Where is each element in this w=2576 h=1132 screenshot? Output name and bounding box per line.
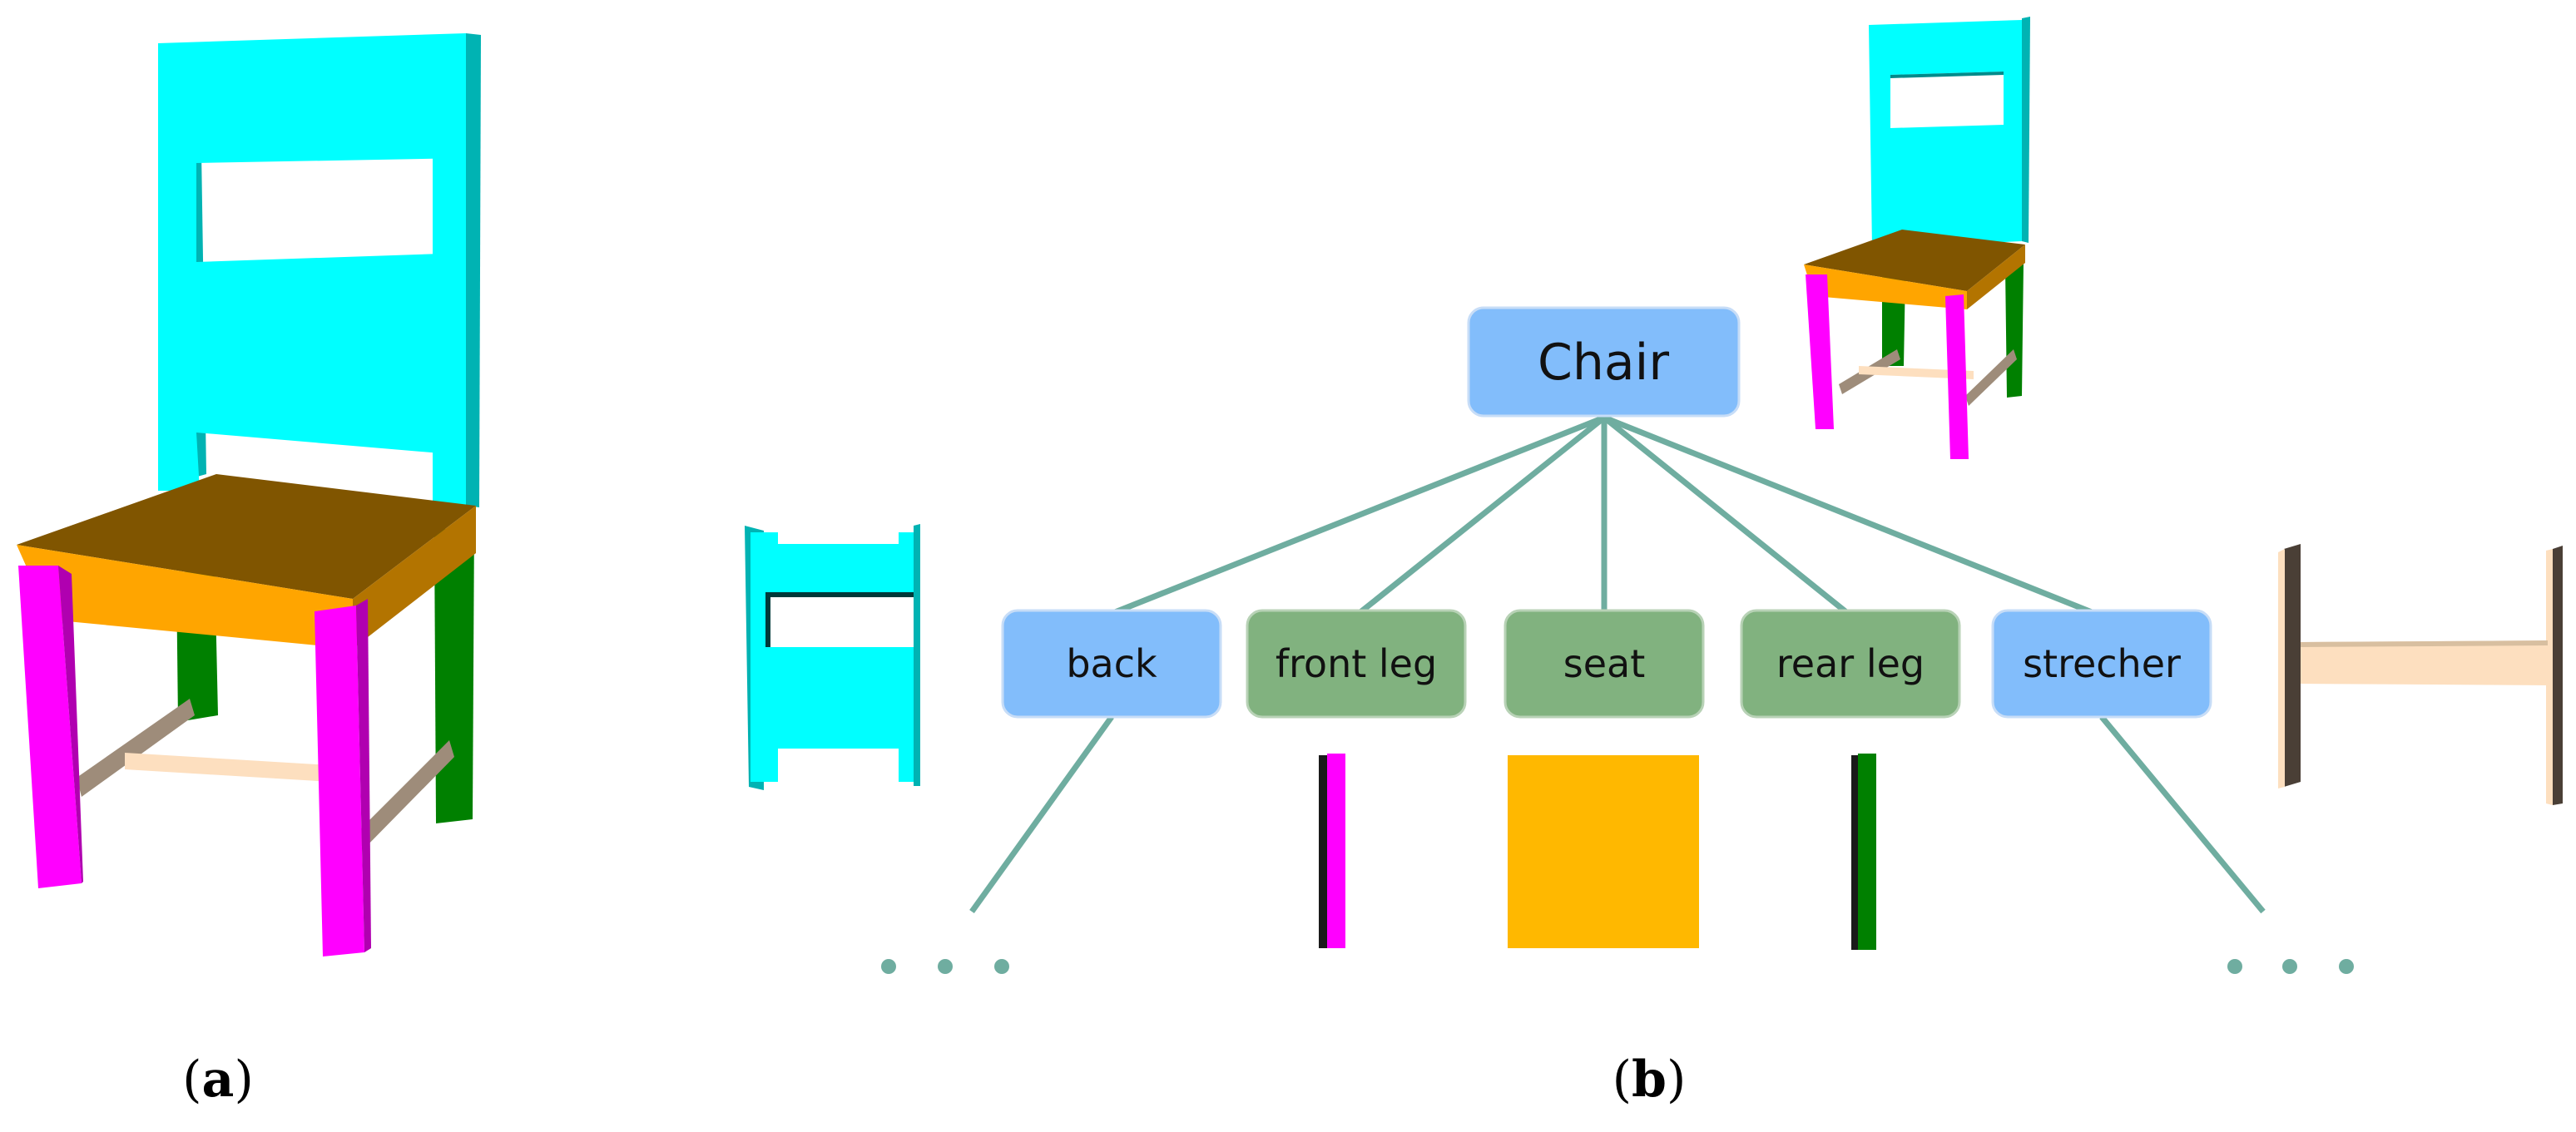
chair-front-leg-right-shade <box>356 599 371 952</box>
part-rear-leg-shade <box>1851 755 1858 950</box>
node-box <box>1467 306 1741 418</box>
chair-stretcher-front <box>125 753 359 784</box>
edge-chair-front-leg <box>1354 415 1607 618</box>
part-back-topcut <box>778 532 899 544</box>
caption-paren: ( <box>182 1050 201 1109</box>
chair-front-leg-left-shade <box>58 566 83 883</box>
caption-a: (a) <box>182 1050 254 1109</box>
node-box <box>1740 609 1961 719</box>
ellipsis-dot <box>2282 959 2297 974</box>
part-strecher <box>2278 544 2563 805</box>
thumb-front-leg-left <box>1806 274 1834 429</box>
ellipsis-back <box>881 959 1009 974</box>
edge-chair-rear-leg <box>1602 415 1853 618</box>
node-box <box>1001 609 1222 719</box>
node-box <box>1503 609 1705 719</box>
tree-node-chair: Chair <box>1467 306 1741 418</box>
part-front-leg <box>1319 754 1345 948</box>
caption-a-text: (a) <box>182 1050 254 1109</box>
node-label: front leg <box>1276 641 1437 686</box>
chair-back-shade-right <box>466 33 481 507</box>
caption-paren: ( <box>1612 1050 1632 1109</box>
node-label: back <box>1066 641 1157 686</box>
caption-b: (b) <box>1612 1050 1687 1109</box>
chair-seat-top <box>17 474 476 599</box>
edge-back-more <box>969 714 1114 914</box>
ellipsis-dot <box>2227 959 2242 974</box>
part-back-hole-edge <box>765 592 914 597</box>
edge-chair-back <box>1105 414 1606 619</box>
chair-seat-side <box>353 506 476 649</box>
chair-seat-front <box>17 545 353 649</box>
part-strecher-left-post <box>2284 544 2301 787</box>
part-back-body <box>751 532 914 782</box>
thumb-seat-top <box>1804 230 2025 291</box>
thumb-back <box>1869 20 2022 248</box>
thumb-back-hole <box>1890 72 2004 128</box>
thumb-back-shade <box>2022 17 2030 243</box>
node-label: Chair <box>1538 334 1669 392</box>
ellipsis-dot <box>994 959 1009 974</box>
part-strecher-right-post <box>2553 546 2563 805</box>
part-back-shade-right <box>914 524 920 786</box>
part-rear-leg-body <box>1858 754 1876 950</box>
caption-letter: b <box>1632 1050 1667 1109</box>
part-rear-leg <box>1851 754 1876 950</box>
caption-letter: a <box>202 1050 235 1109</box>
ellipsis-strecher <box>2227 959 2354 974</box>
chair-back-top <box>158 33 466 491</box>
node-label: seat <box>1563 641 1646 686</box>
thumb-rear-leg-right <box>2005 263 2024 398</box>
part-back <box>745 524 920 790</box>
ellipsis-dot <box>881 959 896 974</box>
node-label: strecher <box>2023 641 2181 686</box>
chair-front-leg-right <box>315 606 364 957</box>
chair-thumbnail <box>1804 17 2030 459</box>
edge-chair-strecher <box>1603 414 2102 619</box>
chair-stretcher-side <box>77 699 195 797</box>
node-box <box>1246 609 1467 719</box>
thumb-seat-side <box>1967 245 2025 309</box>
part-strecher-right-post-face <box>2546 549 2553 805</box>
part-strecher-bar <box>2301 640 2548 685</box>
thumb-stretcher-front <box>1859 366 1974 379</box>
tree-node-front-leg: front leg <box>1246 609 1467 719</box>
node-label: rear leg <box>1776 641 1925 686</box>
tree-node-strecher: strecher <box>1991 609 2212 719</box>
node-box <box>1991 609 2212 719</box>
part-strecher-bar-edge <box>2301 640 2548 647</box>
chair-3d-model <box>17 33 481 957</box>
tree-edges <box>969 414 2266 914</box>
thumb-back-hole-edge <box>1890 72 2004 78</box>
caption-b-text: (b) <box>1612 1050 1687 1109</box>
caption-paren: ) <box>234 1050 253 1109</box>
ellipsis-dot <box>938 959 953 974</box>
part-strecher-left-post-face <box>2278 549 2285 788</box>
chair-back-post-right <box>433 158 466 507</box>
ellipsis-dot <box>2339 959 2354 974</box>
edge-strecher-more <box>2099 714 2266 914</box>
thumb-stretcher-right <box>1965 349 2017 406</box>
tree-node-seat: seat <box>1503 609 1705 719</box>
part-front-leg-shade <box>1319 755 1327 948</box>
tree-children: back front leg seat rear leg strecher <box>1001 609 2212 719</box>
part-front-leg-body <box>1327 754 1345 948</box>
part-seat <box>1508 755 1699 948</box>
part-back-hole-left <box>765 592 770 647</box>
caption-paren: ) <box>1667 1050 1686 1109</box>
tree-node-rear-leg: rear leg <box>1740 609 1961 719</box>
thumb-front-leg-right <box>1945 294 1969 459</box>
chair-stretcher-right <box>358 740 454 850</box>
part-back-botcut <box>778 749 899 782</box>
part-back-hole <box>765 592 914 647</box>
chair-front-leg-left <box>18 566 82 888</box>
part-seat-body <box>1508 755 1699 948</box>
thumb-seat-front <box>1804 264 1967 309</box>
tree-node-back: back <box>1001 609 1222 719</box>
